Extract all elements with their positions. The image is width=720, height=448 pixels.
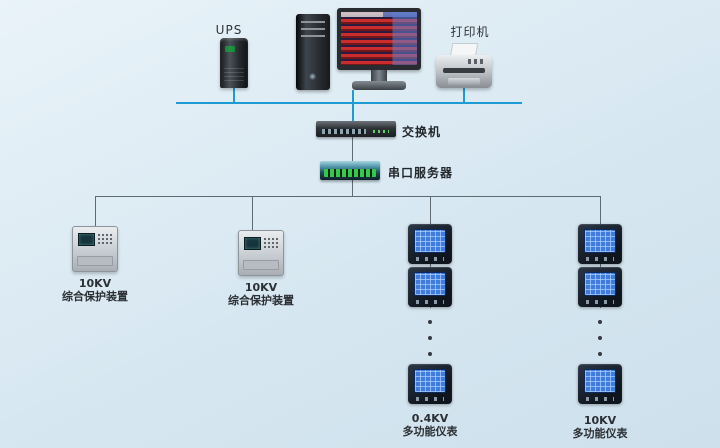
meter-buttons-icon bbox=[416, 257, 444, 261]
meter-column-b-name: 多功能仪表 bbox=[572, 426, 628, 440]
scada-screen-icon bbox=[341, 12, 417, 65]
protection-a-drop-line bbox=[95, 196, 96, 227]
protection-relay-device-icon bbox=[72, 226, 118, 272]
meter-screen-icon bbox=[414, 229, 446, 253]
meter-screen-icon bbox=[584, 369, 616, 393]
serial-server-ports-icon bbox=[324, 169, 376, 177]
printer-slot-icon bbox=[443, 68, 485, 73]
meter-buttons-icon bbox=[586, 257, 614, 261]
bus-to-switch-line bbox=[352, 104, 354, 122]
meter-buttons-icon bbox=[416, 397, 444, 401]
ups-device-icon bbox=[220, 38, 248, 88]
power-button-icon bbox=[309, 73, 316, 80]
switch-label: 交换机 bbox=[402, 125, 442, 139]
meter-column-a-name: 多功能仪表 bbox=[402, 424, 458, 438]
meter-buttons-icon bbox=[586, 300, 614, 304]
meter-column-b-kv: 10KV bbox=[583, 414, 617, 427]
relay-keypad-icon bbox=[97, 233, 112, 246]
meter-column-a-label: 0.4KV 多功能仪表 bbox=[394, 412, 466, 438]
protection-relay-device-icon bbox=[238, 230, 284, 276]
ups-label: UPS bbox=[215, 23, 243, 37]
protection-a-label: 10KV 综合保护装置 bbox=[50, 277, 140, 303]
workstation-monitor-icon bbox=[337, 8, 421, 70]
workstation-tower-icon bbox=[296, 14, 330, 90]
switch-to-server-line bbox=[352, 137, 353, 162]
server-to-bar-line bbox=[352, 180, 353, 196]
continuation-dot bbox=[428, 352, 432, 356]
monitor-base-icon bbox=[352, 81, 406, 90]
meter-screen-icon bbox=[584, 272, 616, 296]
multifunction-meter-icon bbox=[578, 267, 622, 307]
printer-drop-line bbox=[463, 88, 465, 102]
protection-b-drop-line bbox=[252, 196, 253, 231]
printer-device-icon bbox=[436, 55, 492, 88]
monitor-stand-icon bbox=[371, 70, 387, 81]
meter-buttons-icon bbox=[586, 397, 614, 401]
ups-drop-line bbox=[233, 88, 235, 102]
continuation-dot bbox=[428, 336, 432, 340]
printer-tray-icon bbox=[448, 78, 480, 85]
workstation-drop-line bbox=[352, 90, 354, 102]
meter-screen-icon bbox=[414, 369, 446, 393]
switch-device-icon bbox=[316, 121, 396, 137]
printer-buttons-icon bbox=[468, 59, 484, 64]
distribution-bar-line bbox=[95, 196, 601, 197]
meter-column-b-label: 10KV 多功能仪表 bbox=[564, 414, 636, 440]
continuation-dot bbox=[598, 320, 602, 324]
switch-ports-icon bbox=[322, 129, 366, 134]
multifunction-meter-icon bbox=[578, 224, 622, 264]
serial-server-device-icon bbox=[320, 161, 380, 180]
multifunction-meter-icon bbox=[408, 224, 452, 264]
continuation-dot bbox=[598, 336, 602, 340]
relay-terminal-icon bbox=[243, 260, 279, 270]
relay-screen-icon bbox=[244, 237, 261, 250]
relay-screen-icon bbox=[78, 233, 95, 246]
serial-server-label: 串口服务器 bbox=[388, 166, 454, 180]
continuation-dot bbox=[428, 320, 432, 324]
protection-a-name: 综合保护装置 bbox=[62, 289, 128, 303]
meter-screen-icon bbox=[414, 272, 446, 296]
relay-keypad-icon bbox=[263, 237, 278, 250]
meter-screen-icon bbox=[584, 229, 616, 253]
protection-b-label: 10KV 综合保护装置 bbox=[216, 281, 306, 307]
multifunction-meter-icon bbox=[408, 364, 452, 404]
drive-bays-icon bbox=[301, 21, 325, 41]
multifunction-meter-icon bbox=[578, 364, 622, 404]
protection-a-kv: 10KV bbox=[78, 277, 112, 290]
continuation-dot bbox=[598, 352, 602, 356]
relay-terminal-icon bbox=[77, 256, 113, 266]
meter-buttons-icon bbox=[416, 300, 444, 304]
multifunction-meter-icon bbox=[408, 267, 452, 307]
switch-leds-icon bbox=[373, 130, 389, 133]
ethernet-bus-line bbox=[176, 102, 522, 104]
protection-b-kv: 10KV bbox=[244, 281, 278, 294]
meter-column-a-kv: 0.4KV bbox=[411, 412, 449, 425]
protection-b-name: 综合保护装置 bbox=[228, 293, 294, 307]
printer-label: 打印机 bbox=[450, 25, 490, 39]
